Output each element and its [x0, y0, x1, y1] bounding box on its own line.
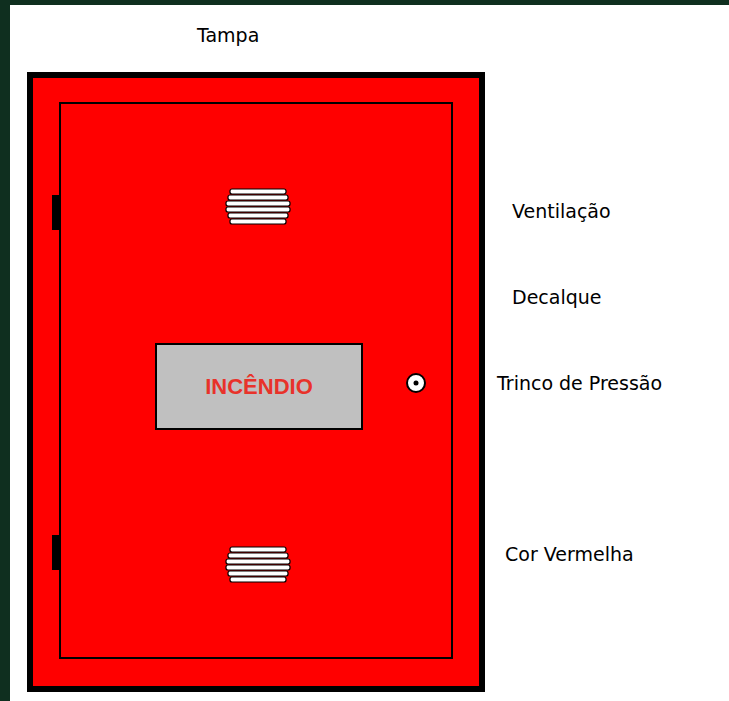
part-label: Trinco de Pressão: [497, 372, 662, 394]
decal-text: INCÊNDIO: [205, 374, 313, 400]
door-inner-frame: [60, 103, 452, 658]
hinge: [52, 535, 60, 570]
vent-louver: [226, 547, 290, 582]
decal-box: INCÊNDIO: [155, 343, 363, 430]
press-latch-dot: [414, 381, 419, 386]
part-label: Cor Vermelha: [505, 543, 634, 565]
part-label: Ventilação: [512, 200, 611, 222]
hinge: [52, 195, 60, 230]
cabinet-door: TampaINCÊNDIO: [27, 72, 485, 692]
vent-louver: [226, 189, 290, 224]
cabinet-heading: Tampa: [197, 24, 259, 46]
part-label: Decalque: [512, 286, 601, 308]
press-latch: [407, 374, 425, 392]
